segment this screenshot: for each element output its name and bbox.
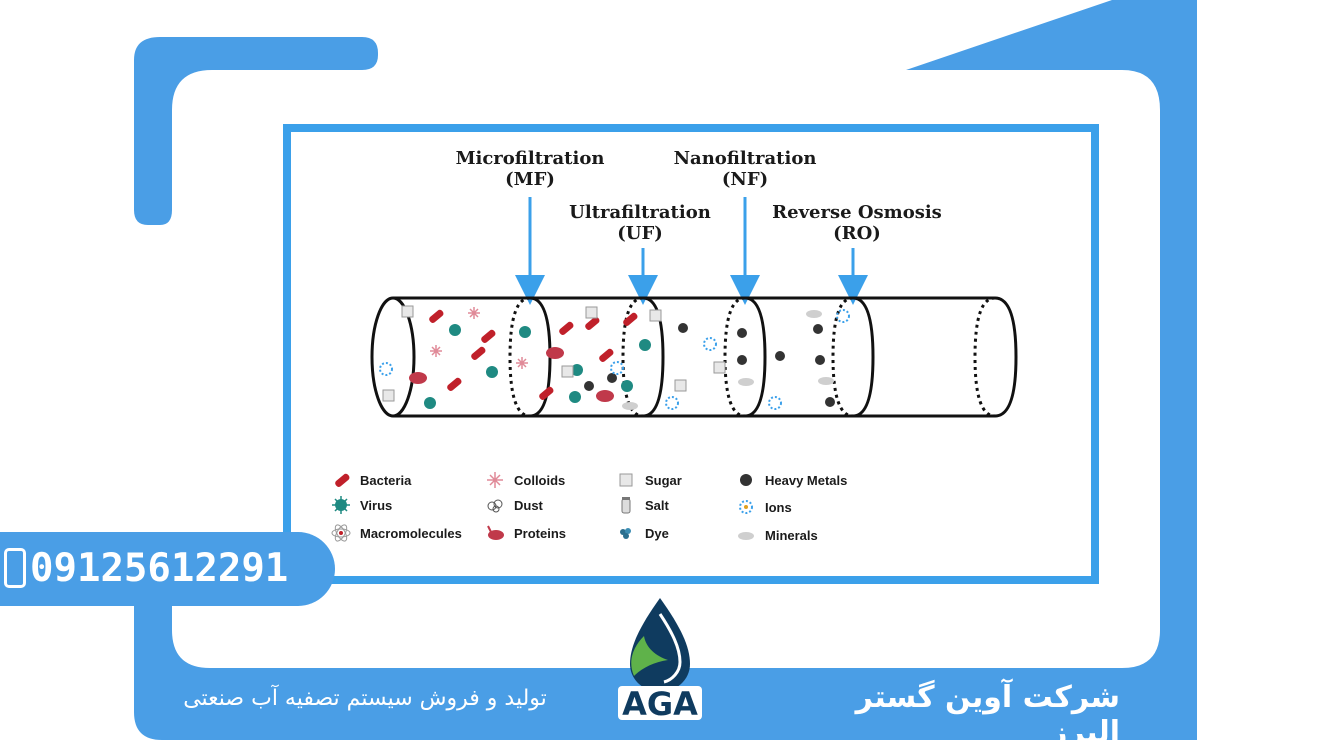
legend-label-virus: Virus [360, 497, 393, 513]
label-microfiltration: Microfiltration (MF) [440, 148, 620, 190]
particles-minerals [622, 310, 834, 410]
label-mf-name: Microfiltration [455, 148, 605, 169]
legend-label-ions: Ions [765, 499, 792, 515]
colloid-icon [487, 472, 503, 488]
label-ultrafiltration: Ultrafiltration (UF) [550, 202, 730, 244]
heavy-metal-icon [740, 474, 752, 486]
legend-label-bacteria: Bacteria [360, 472, 412, 488]
label-nf-abbr: (NF) [721, 169, 769, 190]
label-ro-abbr: (RO) [833, 223, 881, 244]
mineral-icon [738, 532, 754, 540]
sugar-icon [619, 473, 633, 487]
logo-text: AGA [622, 685, 698, 723]
bacteria-icon [335, 473, 350, 487]
legend-label-salt: Salt [645, 497, 669, 513]
legend-label-proteins: Proteins [514, 525, 567, 541]
dye-icon [620, 528, 631, 539]
ion-icon [739, 500, 753, 514]
particles-virus [424, 324, 651, 409]
label-nanofiltration: Nanofiltration (NF) [655, 148, 835, 190]
legend-item-dust: Dust [484, 494, 543, 516]
legend-item-minerals: Minerals [735, 524, 818, 546]
particles-protein [409, 347, 614, 402]
virus-icon [332, 496, 350, 514]
company-name: شرکت آوین گستر البرز [855, 680, 1120, 750]
label-mf-abbr: (MF) [505, 169, 555, 190]
particles-metal [584, 323, 835, 407]
company-tagline: تولید و فروش سیستم تصفیه آب صنعتی [183, 686, 547, 711]
legend-item-macromolecules: Macromolecules [330, 522, 462, 544]
diagram-card [283, 124, 1099, 584]
legend-item-bacteria: Bacteria [330, 469, 411, 491]
phone-icon [4, 548, 26, 588]
protein-icon [487, 525, 504, 540]
legend-label-dust: Dust [514, 497, 543, 513]
diagram-canvas [291, 132, 1091, 576]
salt-icon [621, 497, 631, 514]
membrane-segments [529, 296, 875, 418]
particles-colloid [430, 307, 528, 369]
legend-item-salt: Salt [615, 494, 669, 516]
particles-sugar [382, 305, 726, 402]
legend-item-virus: Virus [330, 494, 392, 516]
legend-label-sugar: Sugar [645, 472, 682, 488]
particles-ions [379, 309, 850, 410]
membrane-dotted [508, 296, 996, 418]
dust-icon [487, 499, 503, 513]
legend-item-sugar: Sugar [615, 469, 682, 491]
macromolecule-icon [331, 524, 351, 542]
legend-label-macromolecules: Macromolecules [360, 525, 462, 541]
particles-bacteria [429, 309, 638, 400]
legend-label-colloids: Colloids [514, 472, 566, 488]
label-uf-abbr: (UF) [617, 223, 663, 244]
legend-item-dye: Dye [615, 522, 669, 544]
pipe-body [370, 296, 1018, 418]
label-nf-name: Nanofiltration [673, 148, 817, 169]
legend-label-dye: Dye [645, 525, 669, 541]
phone-banner [0, 532, 335, 606]
legend-item-colloids: Colloids [484, 469, 565, 491]
label-uf-name: Ultrafiltration [569, 202, 711, 223]
phone-number[interactable]: 09125612291 [30, 546, 289, 591]
background-frame [134, 0, 1197, 740]
legend-label-minerals: Minerals [765, 527, 818, 543]
label-ro-name: Reverse Osmosis [772, 202, 942, 223]
label-reverse-osmosis: Reverse Osmosis (RO) [752, 202, 962, 244]
aga-logo: AGA [618, 598, 702, 723]
legend-label-heavy-metals: Heavy Metals [765, 472, 848, 488]
legend-item-heavy-metals: Heavy Metals [735, 469, 847, 491]
legend-item-ions: Ions [735, 496, 792, 518]
legend-item-proteins: Proteins [484, 522, 566, 544]
